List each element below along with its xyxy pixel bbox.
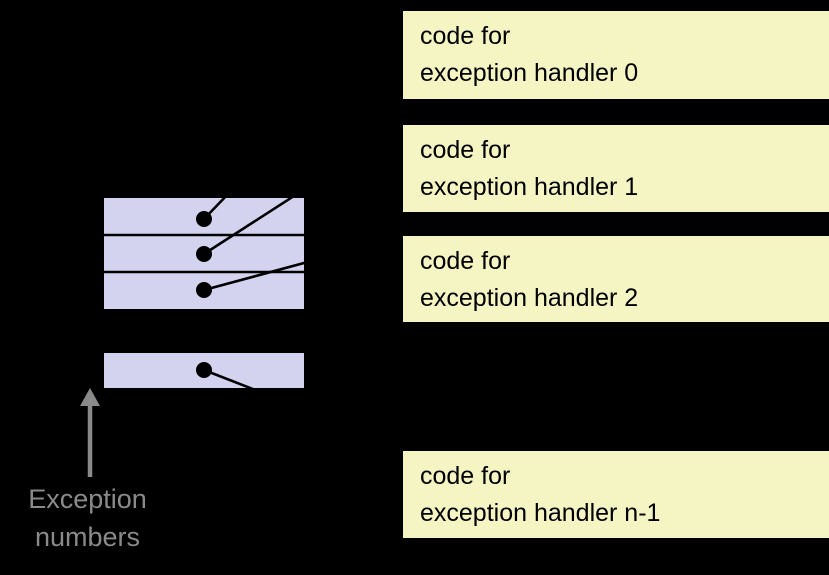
pointer-dot-entry-0: [196, 211, 212, 227]
handler-box-line2: exception handler n-1: [420, 499, 661, 527]
exception-numbers-label-line2: numbers: [34, 522, 141, 552]
handler-box-line1: code for: [420, 22, 511, 50]
handler-pointer-lines: [203, 10, 405, 450]
exception-numbers-label: Exception numbers: [5, 480, 170, 556]
pointer-dot-entry-2: [196, 282, 212, 298]
up-arrow-head-icon: [80, 388, 100, 406]
handler-box-1: code for exception handler 1: [403, 125, 829, 212]
pointer-line-handler-0: [203, 10, 405, 220]
pointer-line-handler-2: [203, 234, 405, 292]
handler-box-line2: exception handler 1: [420, 173, 639, 201]
handler-pointer-dots: [196, 211, 212, 378]
up-arrow: [80, 388, 100, 477]
pointer-dot-entry-1: [196, 246, 212, 262]
pointer-dot-entry-n-1: [196, 362, 212, 378]
exception-numbers-label-line1: Exception: [28, 484, 147, 514]
handler-box-n-1: code for exception handler n-1: [403, 451, 829, 538]
handler-box-line1: code for: [420, 247, 511, 275]
handler-box-line2: exception handler 2: [420, 284, 639, 312]
pointer-line-handler-1: [203, 123, 405, 256]
handler-box-line1: code for: [420, 136, 511, 164]
handler-box-line1: code for: [420, 462, 511, 490]
pointer-line-handler-n-1: [203, 368, 405, 450]
handler-box-2: code for exception handler 2: [403, 236, 829, 322]
handler-box-line2: exception handler 0: [420, 59, 639, 87]
handler-box-0: code for exception handler 0: [403, 11, 829, 99]
